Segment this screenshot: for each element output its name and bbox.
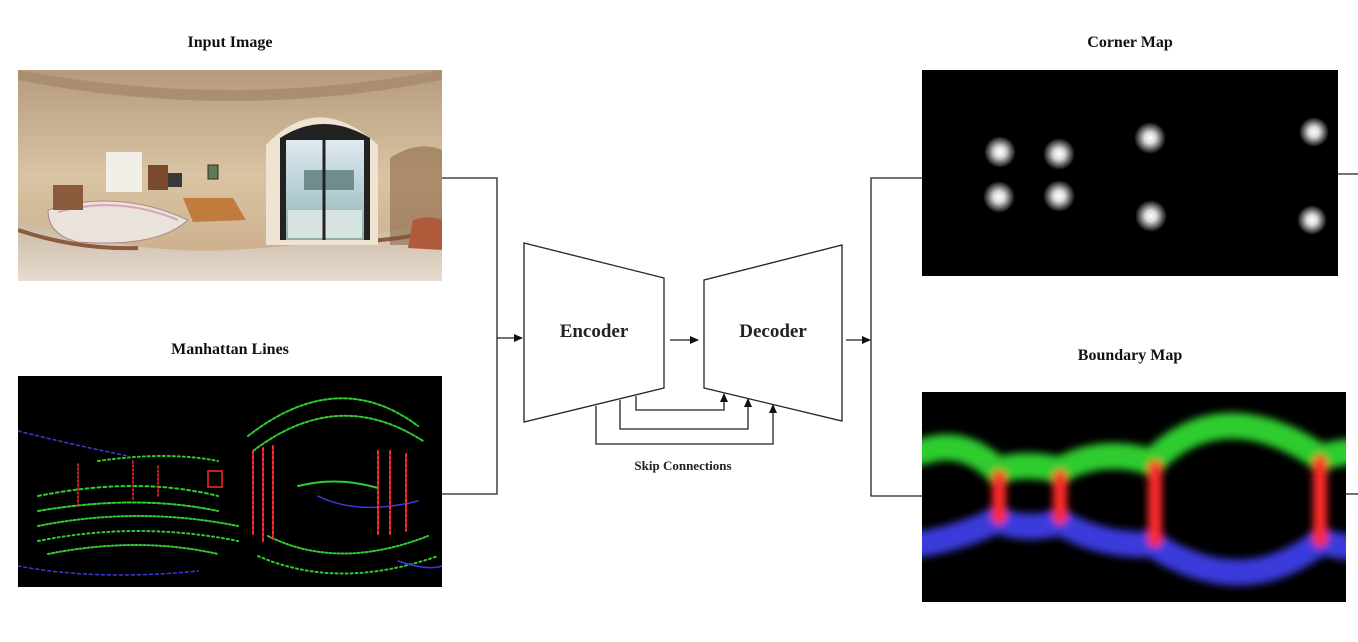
skip-connection-2 (619, 398, 752, 430)
floor-boundary-line (922, 505, 1346, 586)
boundary-map-title: Boundary Map (1077, 347, 1183, 364)
corner-blob (1043, 180, 1075, 212)
corner-blob (984, 136, 1016, 168)
input-image-title: Input Image (187, 34, 273, 51)
input-image-connector (442, 177, 498, 495)
encoder-label: Encoder (560, 321, 629, 342)
corner-blob (1135, 200, 1167, 232)
corner-map-title: Corner Map (1087, 34, 1173, 51)
skip-connection-3 (595, 404, 777, 445)
input-panorama-image (18, 70, 442, 281)
corner-blob (983, 181, 1015, 213)
boundary-map-image (922, 392, 1346, 602)
skip-connection-1 (635, 393, 728, 411)
corner-map-image (922, 70, 1338, 276)
ceiling-boundary-line (922, 412, 1346, 485)
decoder-block (703, 244, 843, 422)
manhattan-lines-image (18, 376, 442, 587)
corner-blob (1134, 122, 1166, 154)
manhattan-lines-title: Manhattan Lines (171, 341, 289, 358)
encoder-block (523, 242, 665, 423)
skip-connections-label: Skip Connections (634, 458, 731, 473)
output-split-connector (870, 177, 922, 497)
decoder-label: Decoder (739, 321, 807, 342)
skip-connections (595, 393, 777, 445)
corner-blob (1299, 117, 1329, 147)
corner-blob (1043, 138, 1075, 170)
corner-blob (1297, 205, 1327, 235)
